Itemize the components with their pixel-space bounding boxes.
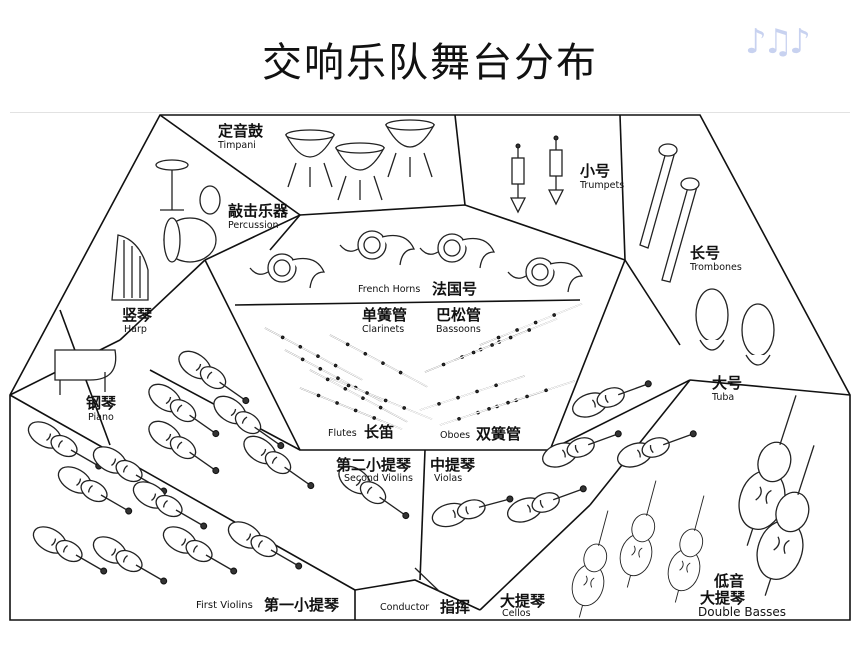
violas-label-en: Violas xyxy=(434,473,462,484)
piano-label-en: Piano xyxy=(88,412,114,423)
bassoons-label-en: Bassoons xyxy=(436,324,481,335)
tuba-label-zh: 大号 xyxy=(712,374,742,392)
trumpets-label-zh: 小号 xyxy=(580,162,610,180)
cellos-label-zh: 大提琴 xyxy=(500,592,546,610)
conductor-baton xyxy=(414,567,441,593)
timpani-label-en: Timpani xyxy=(217,140,256,151)
first-violins-label-zh: 第一小提琴 xyxy=(264,596,340,614)
trumpets-instruments xyxy=(510,135,564,213)
harp-label-en: Harp xyxy=(124,324,147,335)
piano-label-zh: 钢琴 xyxy=(86,394,117,412)
percussion-instruments xyxy=(155,159,221,263)
trombones-instruments xyxy=(639,143,700,283)
oboes-label-zh: 双簧管 xyxy=(476,425,521,443)
clarinets-label-zh: 单簧管 xyxy=(362,306,407,324)
french-horns-label-en: French Horns xyxy=(358,284,420,295)
title-divider xyxy=(10,112,850,113)
page-title: 交响乐队舞台分布 xyxy=(262,40,598,86)
conductor-label-zh: 指挥 xyxy=(440,598,470,616)
trombones-label-zh: 长号 xyxy=(690,244,720,262)
piano-icon xyxy=(54,349,117,395)
trombones-label-en: Trombones xyxy=(689,262,742,273)
double-basses-label-zh2: 大提琴 xyxy=(700,589,746,607)
french-horns-label-zh: 法国号 xyxy=(432,280,477,298)
bassoons-label-zh: 巴松管 xyxy=(436,306,481,324)
conductor-label-en: Conductor xyxy=(380,602,429,613)
music-notes-icon: ♪♫♪ xyxy=(745,22,811,62)
timpani-label-zh: 定音鼓 xyxy=(218,122,264,140)
orchestra-stage-diagram: 定音鼓 Timpani 敲击乐器 Percussion 竖琴 Harp 钢 xyxy=(9,114,851,622)
cellos-label-en: Cellos xyxy=(502,608,531,619)
tuba-label-en: Tuba xyxy=(711,392,734,403)
oboes-instruments xyxy=(418,374,576,427)
first-violins-label-en: First Violins xyxy=(196,600,253,611)
clarinets-label-en: Clarinets xyxy=(362,324,404,335)
french-horns-instruments xyxy=(249,230,583,293)
timpani-drums xyxy=(285,119,435,201)
trumpets-label-en: Trumpets xyxy=(579,180,624,191)
tuba-instruments xyxy=(695,288,775,366)
second-violins-label-zh: 第二小提琴 xyxy=(336,456,412,474)
stage-outline xyxy=(9,114,851,621)
harp-icon xyxy=(111,234,149,301)
harp-label-zh: 竖琴 xyxy=(122,306,153,324)
violas-label-zh: 中提琴 xyxy=(430,456,476,474)
flutes-label-en: Flutes xyxy=(328,428,357,439)
double-basses-instruments xyxy=(725,387,836,604)
double-basses-label-en: Double Basses xyxy=(698,605,786,619)
flutes-label-zh: 长笛 xyxy=(364,423,394,441)
cellos-instruments xyxy=(563,476,720,622)
percussion-label-zh: 敲击乐器 xyxy=(228,202,289,220)
oboes-label-en: Oboes xyxy=(440,430,470,441)
second-violins-label-en: Second Violins xyxy=(344,473,413,484)
percussion-label-en: Percussion xyxy=(228,220,279,231)
double-basses-label-zh1: 低音 xyxy=(713,572,744,590)
section-dividers xyxy=(9,114,851,620)
